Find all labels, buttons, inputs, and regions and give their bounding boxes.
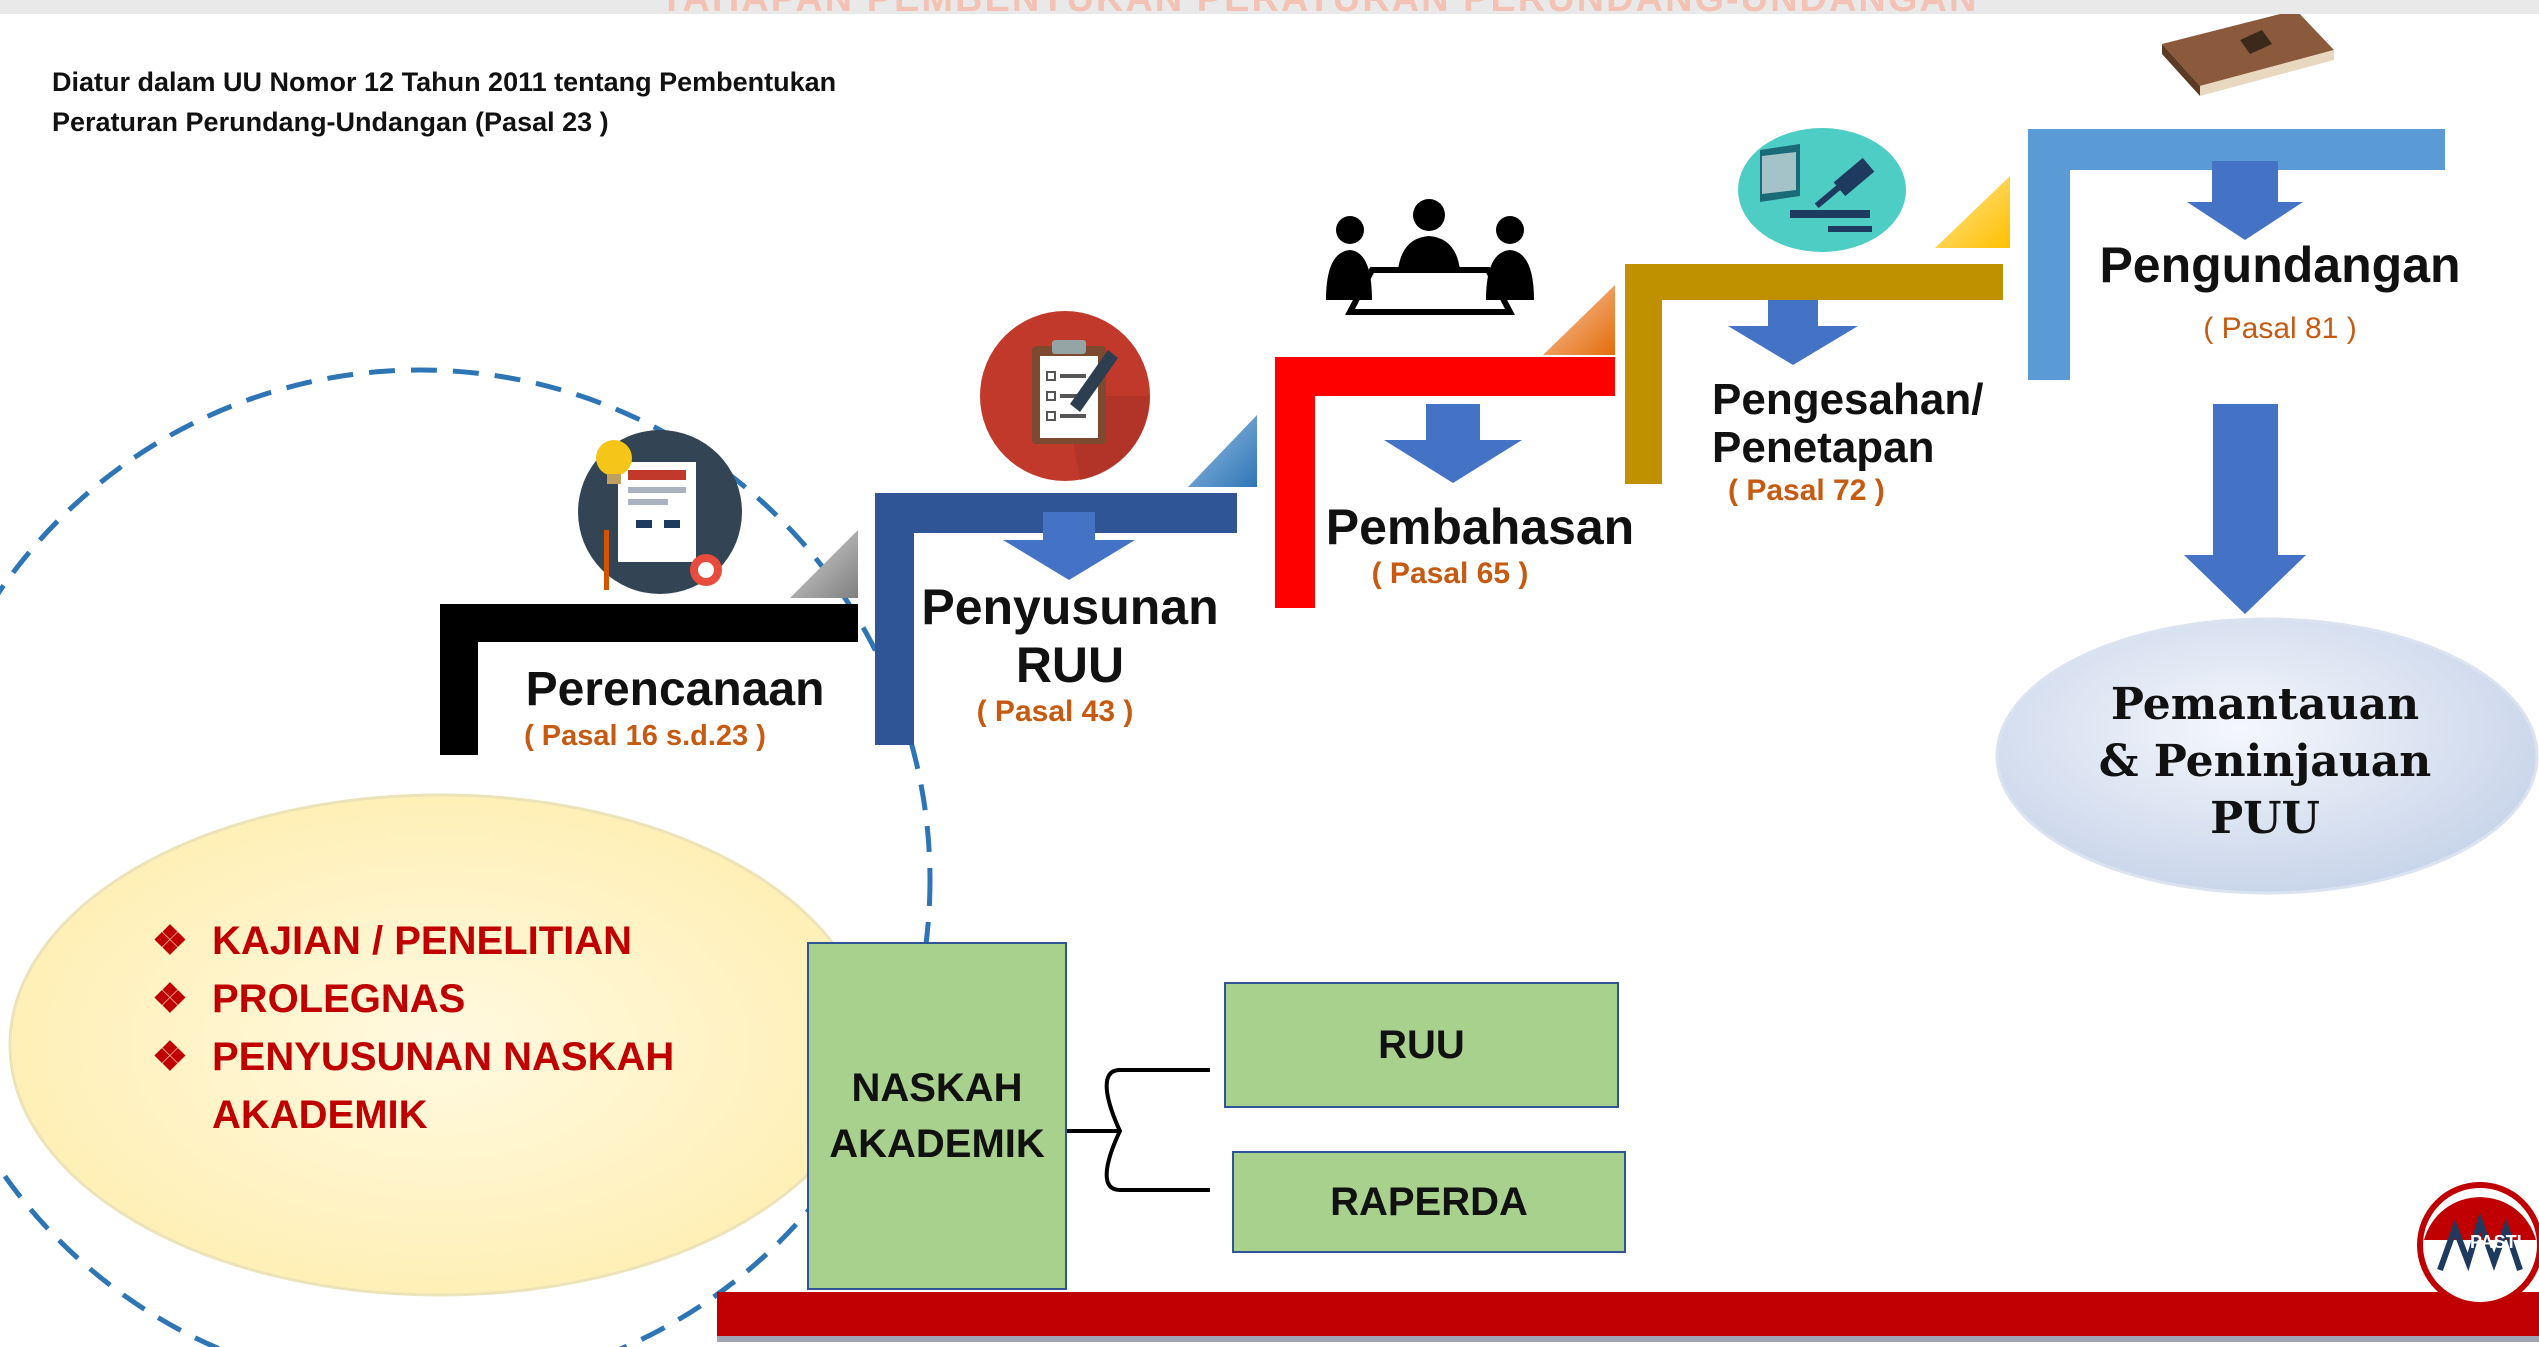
stage-label-pengesahan-line-2: Penetapan [1712, 423, 1935, 472]
stage-label-penyusunan: Penyusunan RUU [910, 578, 1230, 694]
stage-label-pengesahan-line-1: Pengesahan/ [1712, 375, 1984, 424]
planning-list: ❖ KAJIAN / PENELITIAN ❖ PROLEGNAS ❖ PENY… [152, 912, 674, 1144]
step-triangle-blue [1188, 415, 1257, 487]
bottom-red-bar [717, 1292, 2539, 1336]
list-item: AKADEMIK [152, 1086, 674, 1144]
list-item-text: KAJIAN / PENELITIAN [212, 919, 633, 963]
list-item: ❖ PENYUSUNAN NASKAH [152, 1028, 674, 1086]
naskah-akademik-box: NASKAH AKADEMIK [807, 942, 1067, 1290]
down-arrow-icon [1003, 512, 1135, 580]
down-arrow-icon [1384, 404, 1522, 483]
monitoring-line-1: Pemantauan [2110, 679, 2420, 730]
bracket-connector [1066, 1068, 1210, 1192]
list-item-text: PROLEGNAS [212, 977, 466, 1021]
top-band [0, 0, 2539, 14]
stage-label-penyusunan-line-1: Penyusunan [921, 579, 1219, 635]
list-item: ❖ KAJIAN / PENELITIAN [152, 912, 674, 970]
ruu-box: RUU [1224, 982, 1619, 1108]
law-book-icon [2162, 10, 2334, 96]
down-arrow-icon [1728, 300, 1858, 365]
meeting-people-icon [1326, 199, 1534, 315]
down-arrow-icon [2184, 404, 2306, 614]
diamond-bullet-icon: ❖ [152, 977, 188, 1021]
list-item: ❖ PROLEGNAS [152, 970, 674, 1028]
logo-text: PASTI [2470, 1232, 2522, 1252]
step-perencanaan [440, 604, 858, 755]
stage-pasal-perencanaan: ( Pasal 16 s.d.23 ) [524, 720, 766, 752]
raperda-box: RAPERDA [1232, 1151, 1626, 1253]
stage-pasal-penyusunan: ( Pasal 43 ) [976, 695, 1134, 728]
intro-line-2: Peraturan Perundang-Undangan (Pasal 23 ) [52, 107, 609, 137]
stage-label-penyusunan-line-2: RUU [1015, 637, 1125, 693]
pasti-logo-icon [2417, 1182, 2539, 1308]
monitoring-line-2: & Peninjauan [2098, 736, 2432, 787]
stage-pasal-pengundangan: ( Pasal 81 ) [2203, 312, 2357, 345]
list-item-text: PENYUSUNAN NASKAH [212, 1035, 675, 1079]
document-lightbulb-icon [578, 430, 742, 594]
step-pengesahan [1625, 264, 2003, 484]
stage-label-pengesahan: Pengesahan/ Penetapan [1712, 376, 2012, 472]
stage-pasal-pengesahan: ( Pasal 72 ) [1728, 474, 1885, 507]
down-arrows [1003, 161, 2306, 614]
step-triangle-yellow [1935, 176, 2010, 248]
stage-label-pengundangan: Pengundangan [2099, 237, 2461, 293]
faded-title: TAHAPAN PEMBENTUKAN PERATURAN PERUNDANG-… [660, 0, 1978, 21]
monitoring-line-3: PUU [2210, 793, 2320, 844]
intro-line-1: Diatur dalam UU Nomor 12 Tahun 2011 tent… [52, 67, 837, 97]
stage-label-pembahasan: Pembahasan [1325, 499, 1635, 555]
planning-dashed-circle [0, 367, 933, 1347]
gavel-book-icon [1738, 128, 1906, 252]
diamond-bullet-icon: ❖ [152, 919, 188, 963]
stage-pasal-pembahasan: ( Pasal 65 ) [1371, 557, 1529, 590]
stage-label-perencanaan: Perencanaan [525, 663, 825, 716]
naskah-line-2: AKADEMIK [829, 1122, 1045, 1166]
step-triangle-orange [1543, 285, 1615, 355]
list-item-text: AKADEMIK [212, 1093, 428, 1137]
diamond-bullet-icon: ❖ [152, 1035, 188, 1079]
intro-text: Diatur dalam UU Nomor 12 Tahun 2011 tent… [52, 62, 836, 142]
clipboard-pen-icon [980, 311, 1151, 481]
down-arrow-icon [2187, 161, 2303, 240]
monitoring-ellipse [1995, 617, 2539, 895]
step-triangle-gray [790, 530, 858, 598]
monitoring-label: Pemantauan & Peninjauan PUU [2004, 676, 2526, 847]
step-penyusunan [875, 493, 1237, 745]
naskah-line-1: NASKAH [851, 1066, 1023, 1110]
step-pembahasan [1275, 357, 1615, 608]
step-pengundangan [2028, 129, 2445, 380]
